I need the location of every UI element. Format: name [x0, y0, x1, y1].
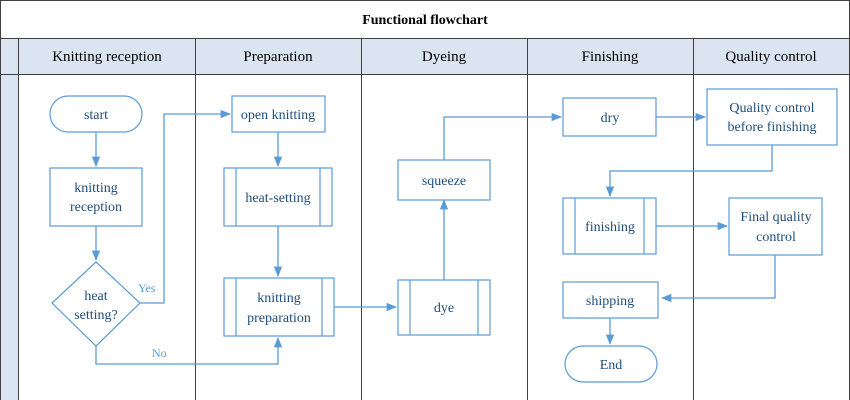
lane-header-knitting-reception: Knitting reception [52, 49, 162, 65]
node-label: heat-setting [245, 191, 310, 206]
lane-header-band [0, 38, 850, 74]
node-label-line-2: control [756, 230, 796, 245]
edge-squeeze-to-dry [443, 112, 563, 160]
node-dry: dry [562, 97, 657, 137]
node-heat-setting: heat-setting [223, 167, 333, 227]
edge-label-no: No [152, 346, 167, 360]
node-shipping: shipping [562, 281, 659, 319]
lane-header-finishing: Finishing [582, 49, 639, 65]
subprocess-shape [223, 167, 333, 227]
node-label-line-1: knitting [74, 181, 118, 196]
edge-no-to-knitting-preparation [95, 336, 283, 365]
subprocess-shape [397, 279, 491, 336]
terminator-shape [564, 345, 658, 383]
node-label-line-2: before finishing [727, 120, 816, 135]
node-label-line-2: reception [70, 200, 122, 215]
subprocess-shape [562, 197, 657, 255]
node-end: End [564, 345, 658, 383]
edge-yes-to-open-knitting [140, 109, 232, 304]
node-label: open knitting [241, 108, 315, 123]
node-label: shipping [586, 294, 634, 309]
process-shape [728, 197, 823, 256]
node-qc-before-finishing: Quality control before finishing [706, 88, 838, 146]
node-knitting-reception: knitting reception [49, 167, 143, 227]
node-label-line-2: setting? [74, 308, 118, 323]
node-label-line-1: Quality control [729, 101, 814, 116]
node-label: dry [601, 111, 620, 126]
subprocess-shape [223, 277, 335, 337]
node-label: End [600, 358, 623, 373]
process-shape [706, 88, 838, 146]
node-final-quality-control: Final quality control [728, 197, 823, 256]
lane-header-quality-control: Quality control [725, 49, 816, 65]
terminator-shape [49, 95, 143, 133]
edge-final-qc-to-shipping [660, 255, 776, 303]
node-label-line-1: Final quality [740, 210, 811, 225]
node-label-line-1: heat [84, 289, 107, 304]
process-shape [562, 97, 657, 137]
node-heat-setting-decision: heat setting? [51, 261, 141, 347]
node-start: start [49, 95, 143, 133]
process-shape [562, 281, 659, 319]
node-dye: dye [397, 279, 491, 336]
node-open-knitting: open knitting [231, 95, 326, 133]
node-label-line-1: knitting [257, 291, 301, 306]
process-shape [49, 167, 143, 227]
node-label: squeeze [422, 174, 466, 189]
node-label: dye [434, 301, 454, 316]
node-label: start [84, 108, 108, 123]
edge-label-yes: Yes [138, 281, 156, 295]
lane-header-dyeing: Dyeing [422, 49, 467, 65]
decision-diamond [51, 261, 141, 347]
connectors [91, 109, 776, 365]
process-shape [397, 159, 491, 201]
edge-qc-to-finishing [605, 145, 773, 198]
lane-header-preparation: Preparation [243, 49, 313, 65]
node-knitting-preparation: knitting preparation [223, 277, 335, 337]
diagram-title: Functional flowchart [362, 13, 488, 28]
node-label: finishing [585, 220, 635, 235]
node-squeeze: squeeze [397, 159, 491, 201]
node-finishing: finishing [562, 197, 657, 255]
process-shape [231, 95, 326, 133]
left-strip [0, 74, 18, 400]
node-label-line-2: preparation [247, 311, 311, 326]
title-band [0, 0, 850, 38]
